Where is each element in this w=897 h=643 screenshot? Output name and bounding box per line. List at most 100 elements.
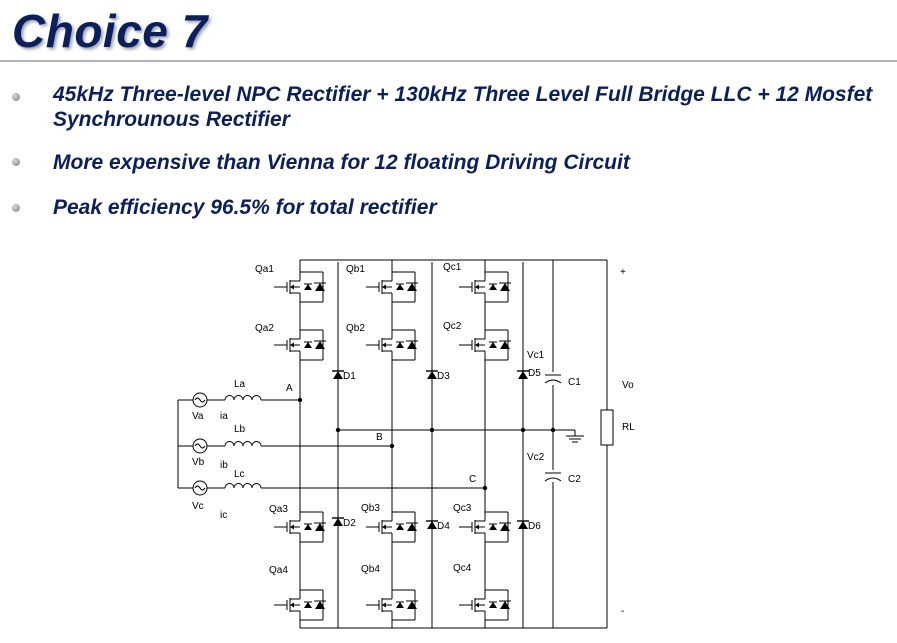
- clamp-diode: [427, 521, 437, 529]
- source-label: Vc: [192, 501, 204, 512]
- bullet-text: 45kHz Three-level NPC Rectifier + 130kHz…: [53, 83, 873, 131]
- capacitor-c2-icon: [544, 477, 562, 482]
- clamp-diode: [427, 371, 437, 379]
- junction-dot: [389, 443, 395, 449]
- switch-label: Qc4: [453, 563, 472, 574]
- junction-dot: [297, 397, 303, 403]
- inductor-icon: [224, 395, 262, 401]
- bullet-text: More expensive than Vienna for 12 floati…: [53, 151, 630, 174]
- switch-label: Qb2: [346, 323, 365, 334]
- plus-label: +: [620, 267, 626, 278]
- junction-dot: [550, 427, 556, 433]
- source-label: Vb: [192, 457, 205, 468]
- mosfet-bottom-2-body-diode: [489, 602, 497, 608]
- clamp-diode: [518, 521, 528, 529]
- mosfet-bottom-2-arrow: [475, 602, 479, 608]
- current-label: ic: [220, 510, 227, 521]
- mosfet-top-2-body-diode: [489, 284, 497, 290]
- inductor-label: Lc: [234, 469, 245, 480]
- node-label: B: [376, 432, 383, 443]
- load-label: RL: [622, 422, 635, 433]
- diode-label: D4: [437, 521, 450, 532]
- mosfet-lower-2-arrow: [475, 524, 479, 530]
- bullet-dot-icon: [12, 204, 20, 212]
- sine-icon: [194, 443, 206, 449]
- mosfet-lower-0: [274, 511, 326, 543]
- mosfet-top-1-body-diode: [396, 284, 404, 290]
- mosfet-lower-2-diode: [500, 523, 510, 531]
- diode-label: D5: [528, 368, 541, 379]
- mosfet-lower-2: [459, 511, 511, 543]
- diode-label: D3: [437, 371, 450, 382]
- node-label: A: [286, 383, 293, 394]
- mosfet-top-2: [459, 271, 511, 303]
- mosfet-lower-0-arrow: [290, 524, 294, 530]
- switch-label: Qb1: [346, 264, 365, 275]
- diode-label: D1: [343, 371, 356, 382]
- mosfet-upper-1: [366, 329, 418, 361]
- circuit-components: [192, 271, 614, 621]
- mosfet-upper-0-body-diode: [304, 342, 312, 348]
- capacitor-label: C2: [568, 474, 581, 485]
- mosfet-bottom-1-diode: [407, 601, 417, 609]
- junction-dot: [520, 427, 526, 433]
- switch-label: Qa1: [255, 264, 274, 275]
- mosfet-top-2-diode: [500, 283, 510, 291]
- mosfet-upper-2-diode: [500, 341, 510, 349]
- switch-label: Qa3: [269, 504, 288, 515]
- resistor-rl-icon: [600, 409, 614, 446]
- mosfet-upper-2: [459, 329, 511, 361]
- mosfet-top-1-arrow: [382, 284, 386, 290]
- inductor-icon: [224, 483, 262, 489]
- mosfet-lower-0-diode: [315, 523, 325, 531]
- junction-dot: [429, 427, 435, 433]
- capacitor-c1-icon: [544, 379, 562, 384]
- mosfet-bottom-2: [459, 589, 511, 621]
- switch-label: Qb4: [361, 564, 380, 575]
- junction-dot: [335, 427, 341, 433]
- clamp-diode: [518, 371, 528, 379]
- mosfet-upper-0-arrow: [290, 342, 294, 348]
- mosfet-top-0-diode: [315, 283, 325, 291]
- capacitor-label: C1: [568, 377, 581, 388]
- capacitor-voltage-label: Vc2: [527, 452, 545, 463]
- switch-label: Qb3: [361, 503, 380, 514]
- title-divider: [0, 60, 897, 62]
- mosfet-upper-2-arrow: [475, 342, 479, 348]
- junction-dot: [482, 485, 488, 491]
- mosfet-upper-0: [274, 329, 326, 361]
- switch-label: Qc1: [443, 262, 462, 273]
- mosfet-upper-1-body-diode: [396, 342, 404, 348]
- mosfet-top-0-body-diode: [304, 284, 312, 290]
- mosfet-top-1: [366, 271, 418, 303]
- mosfet-upper-2-body-diode: [489, 342, 497, 348]
- circuit-wires: [177, 259, 608, 629]
- clamp-diode: [333, 518, 343, 526]
- inductor-label: La: [234, 379, 246, 390]
- mosfet-bottom-0-body-diode: [304, 602, 312, 608]
- slide-title: Choice 7: [12, 5, 208, 57]
- mosfet-lower-1-body-diode: [396, 524, 404, 530]
- mosfet-bottom-1-arrow: [382, 602, 386, 608]
- minus-label: -: [621, 606, 624, 617]
- node-label: C: [469, 474, 476, 485]
- current-label: ia: [220, 411, 228, 422]
- mosfet-lower-1-diode: [407, 523, 417, 531]
- mosfet-lower-1: [366, 511, 418, 543]
- switch-label: Qc2: [443, 321, 462, 332]
- mosfet-top-1-diode: [407, 283, 417, 291]
- bullet-dot-icon: [12, 93, 20, 101]
- diode-label: D6: [528, 521, 541, 532]
- clamp-diode: [333, 371, 343, 379]
- mosfet-bottom-2-diode: [500, 601, 510, 609]
- bullet-dot-icon: [12, 158, 20, 166]
- mosfet-upper-1-diode: [407, 341, 417, 349]
- mosfet-lower-1-arrow: [382, 524, 386, 530]
- bullet-text: Peak efficiency 96.5% for total rectifie…: [53, 196, 437, 219]
- switch-label: Qa4: [269, 565, 288, 576]
- mosfet-bottom-1: [366, 589, 418, 621]
- switch-label: Qc3: [453, 503, 472, 514]
- mosfet-bottom-0: [274, 589, 326, 621]
- mosfet-top-2-arrow: [475, 284, 479, 290]
